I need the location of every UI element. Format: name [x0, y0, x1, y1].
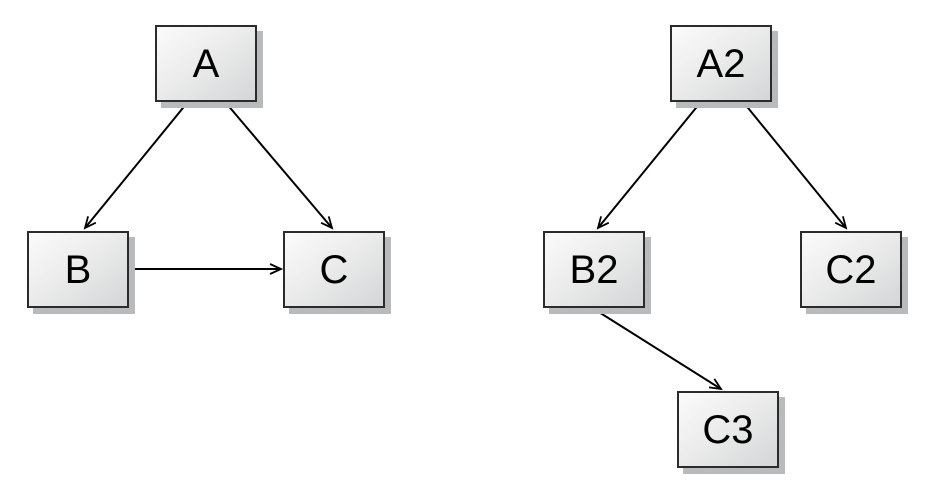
node-B-label: B [64, 247, 92, 292]
node-C-label: C [319, 247, 349, 292]
node-C3[interactable]: C3 [677, 391, 779, 468]
node-A-label: A [192, 41, 220, 86]
node-C3-label: C3 [702, 407, 754, 452]
edge-A2-B2 [596, 102, 701, 230]
edge-A-B [83, 102, 188, 230]
node-B2[interactable]: B2 [543, 231, 645, 308]
node-A[interactable]: A [155, 25, 257, 102]
node-B[interactable]: B [27, 231, 129, 308]
edge-B2-C3 [593, 308, 723, 391]
edge-A-C [225, 102, 334, 230]
node-A2-label: A2 [696, 41, 746, 86]
node-C2[interactable]: C2 [800, 231, 902, 308]
node-C[interactable]: C [283, 231, 385, 308]
edge-A2-C2 [743, 102, 848, 230]
node-B2-label: B2 [569, 247, 619, 292]
node-A2[interactable]: A2 [670, 25, 772, 102]
node-C2-label: C2 [825, 247, 877, 292]
